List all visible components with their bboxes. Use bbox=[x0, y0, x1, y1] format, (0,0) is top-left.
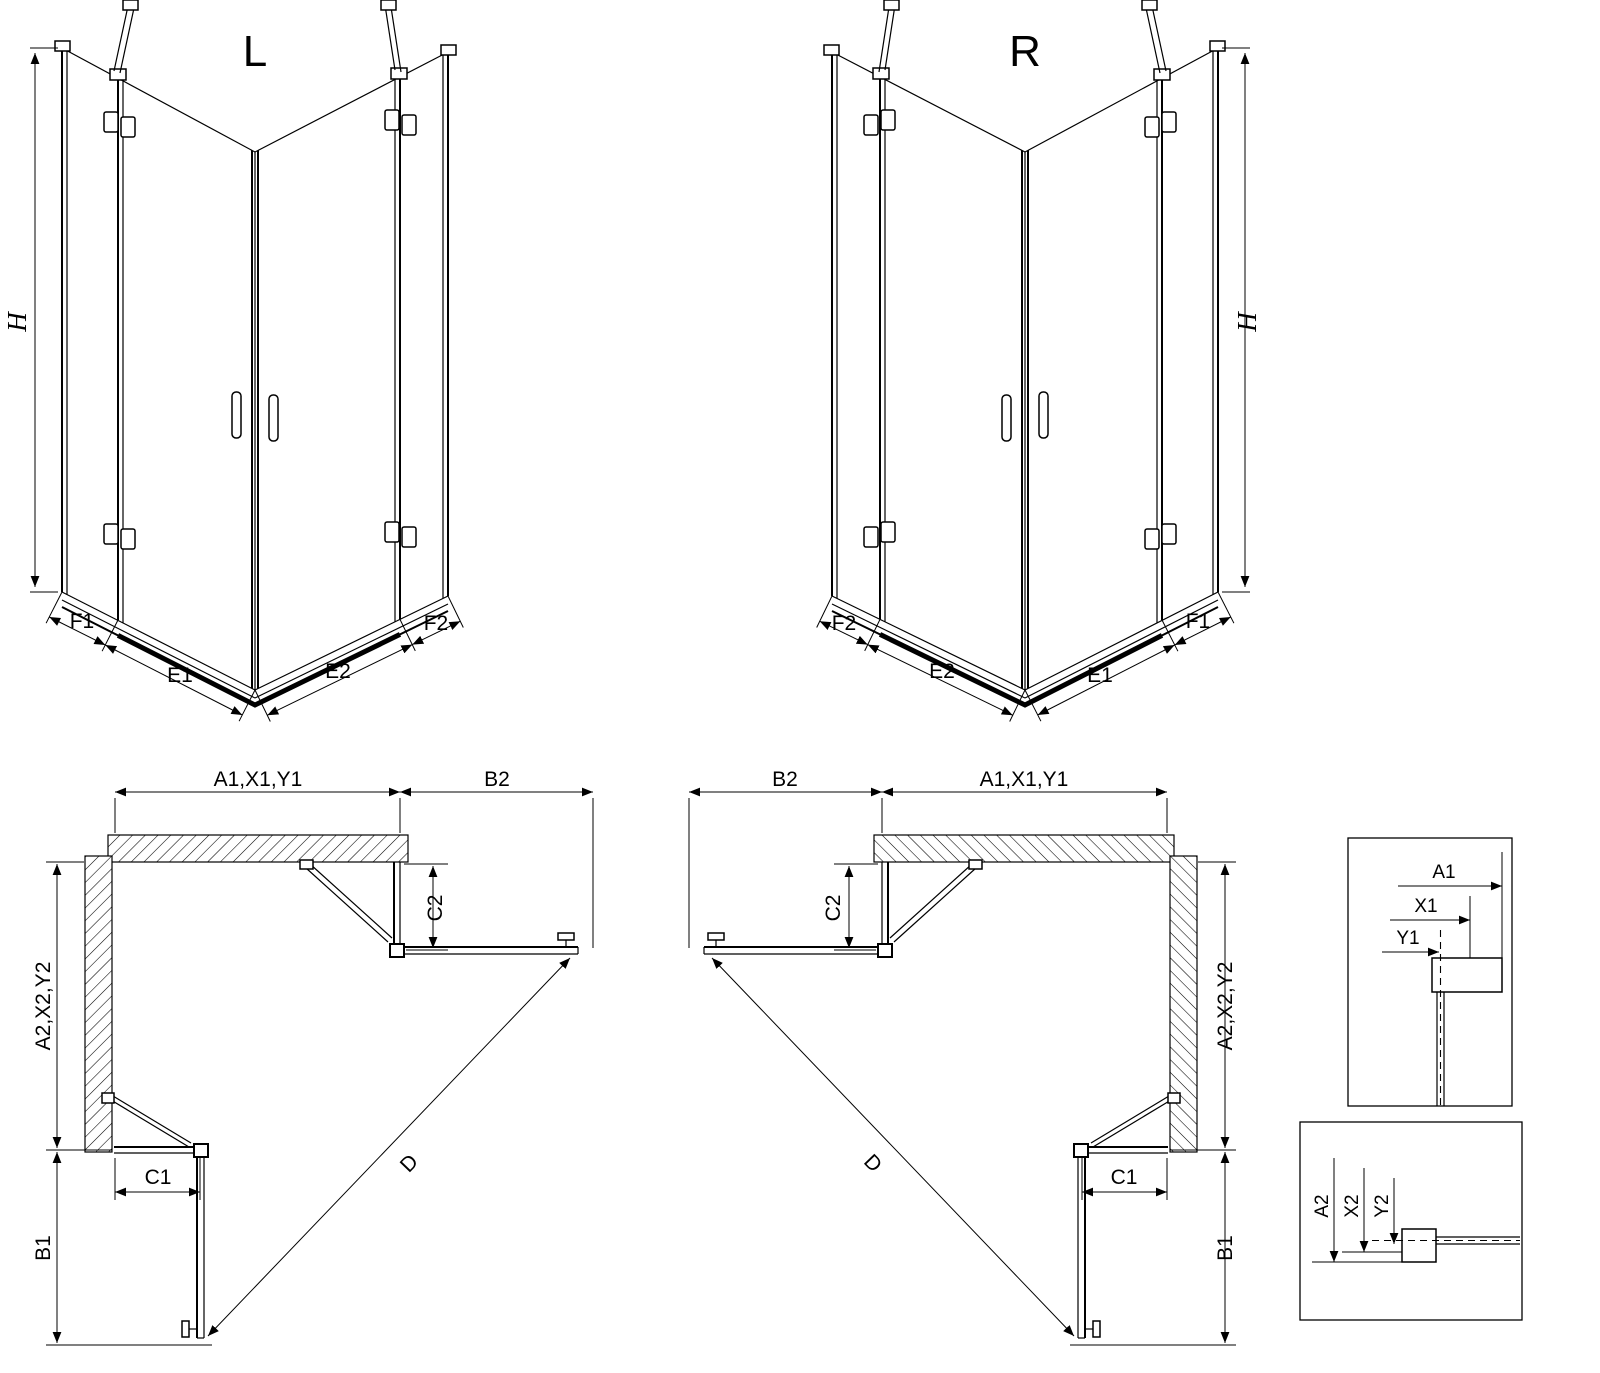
dim-label-h-left: H bbox=[2, 311, 32, 333]
dim-label-b2-left: B2 bbox=[484, 768, 510, 791]
dim-label-d-left: D bbox=[396, 1150, 423, 1177]
variant-label-right: R bbox=[1009, 27, 1041, 76]
dim-label-width-left: A1,X1,Y1 bbox=[214, 768, 303, 791]
front-view-left bbox=[30, 0, 463, 722]
dim-label-c1-left: C1 bbox=[145, 1166, 172, 1189]
dim-label-e1-right: E1 bbox=[1087, 664, 1113, 687]
plan-view-left bbox=[46, 792, 593, 1345]
dim-label-e2-right: E2 bbox=[929, 660, 955, 683]
dim-label-f1-left: F1 bbox=[70, 610, 95, 633]
dim-label-f2-right: F2 bbox=[832, 612, 857, 635]
detail-label-x2: X2 bbox=[1342, 1194, 1363, 1217]
detail-label-x1: X1 bbox=[1414, 896, 1437, 917]
detail-label-a1: A1 bbox=[1432, 862, 1455, 883]
dim-label-b1-left: B1 bbox=[32, 1235, 55, 1261]
plan-view-right bbox=[689, 792, 1236, 1345]
dim-label-h-right: H bbox=[1232, 311, 1262, 333]
detail-label-a2: A2 bbox=[1312, 1194, 1333, 1217]
dim-label-f2-left: F2 bbox=[424, 612, 449, 635]
dim-label-depth-left: A2,X2,Y2 bbox=[32, 962, 55, 1051]
detail-label-y1: Y1 bbox=[1396, 928, 1419, 949]
detail-label-y2: Y2 bbox=[1372, 1194, 1393, 1217]
detail-depth-section bbox=[1299, 1121, 1523, 1321]
dim-label-b1-right: B1 bbox=[1214, 1235, 1237, 1261]
dim-label-e2-left: E2 bbox=[325, 660, 351, 683]
dim-label-f1-right: F1 bbox=[1186, 610, 1211, 633]
dim-label-c1-right: C1 bbox=[1111, 1166, 1138, 1189]
dim-label-c2-left: C2 bbox=[424, 895, 447, 922]
dim-label-d-right: D bbox=[859, 1150, 886, 1177]
dim-label-width-right: A1,X1,Y1 bbox=[980, 768, 1069, 791]
detail-width-section bbox=[1347, 837, 1513, 1107]
dim-label-b2-right: B2 bbox=[772, 768, 798, 791]
dim-label-depth-right: A2,X2,Y2 bbox=[1214, 962, 1237, 1051]
dim-label-e1-left: E1 bbox=[167, 664, 193, 687]
variant-label-left: L bbox=[243, 27, 267, 76]
dim-label-c2-right: C2 bbox=[822, 895, 845, 922]
